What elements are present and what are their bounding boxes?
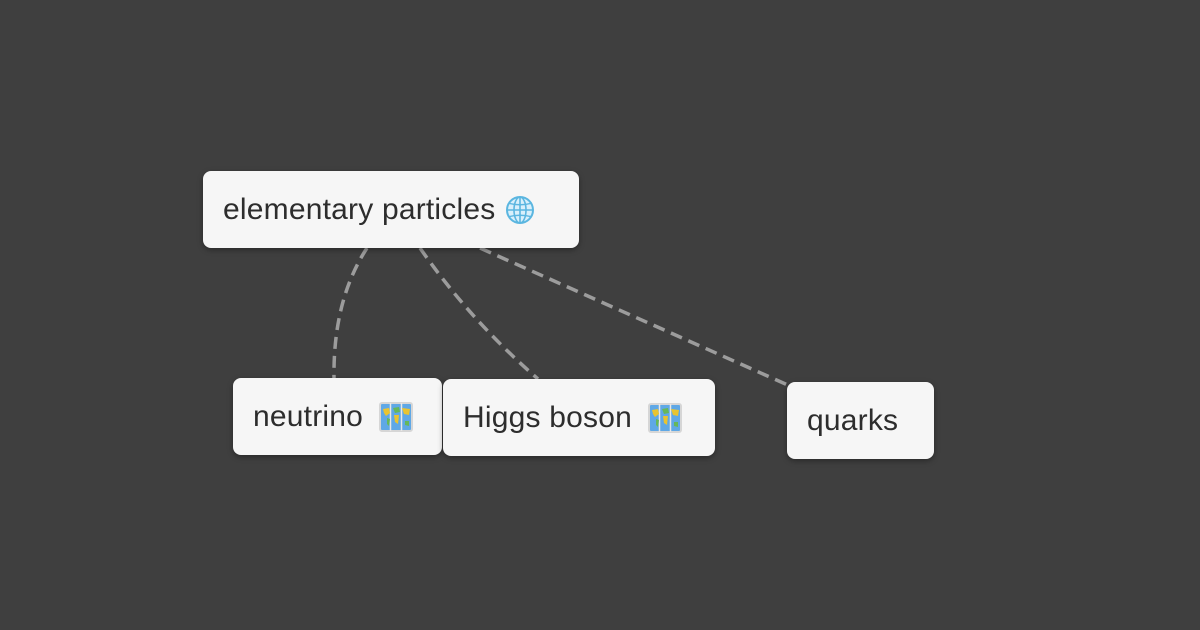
edge-root-neutrino — [332, 247, 369, 379]
node-quarks[interactable]: quarks — [787, 382, 934, 459]
node-label: neutrino — [253, 399, 364, 433]
edge-root-quarks — [479, 246, 791, 388]
node-higgs-boson[interactable]: Higgs boson — [443, 379, 715, 456]
node-label: quarks — [807, 403, 899, 437]
node-neutrino[interactable]: neutrino — [233, 378, 442, 455]
edge-root-higgs — [418, 247, 540, 381]
world-map-icon — [379, 401, 414, 432]
node-elementary-particles[interactable]: elementary particles — [203, 171, 579, 248]
world-map-icon — [647, 402, 682, 433]
node-label: Higgs boson — [463, 400, 632, 434]
globe-icon — [505, 195, 535, 225]
node-label: elementary particles — [223, 192, 496, 226]
